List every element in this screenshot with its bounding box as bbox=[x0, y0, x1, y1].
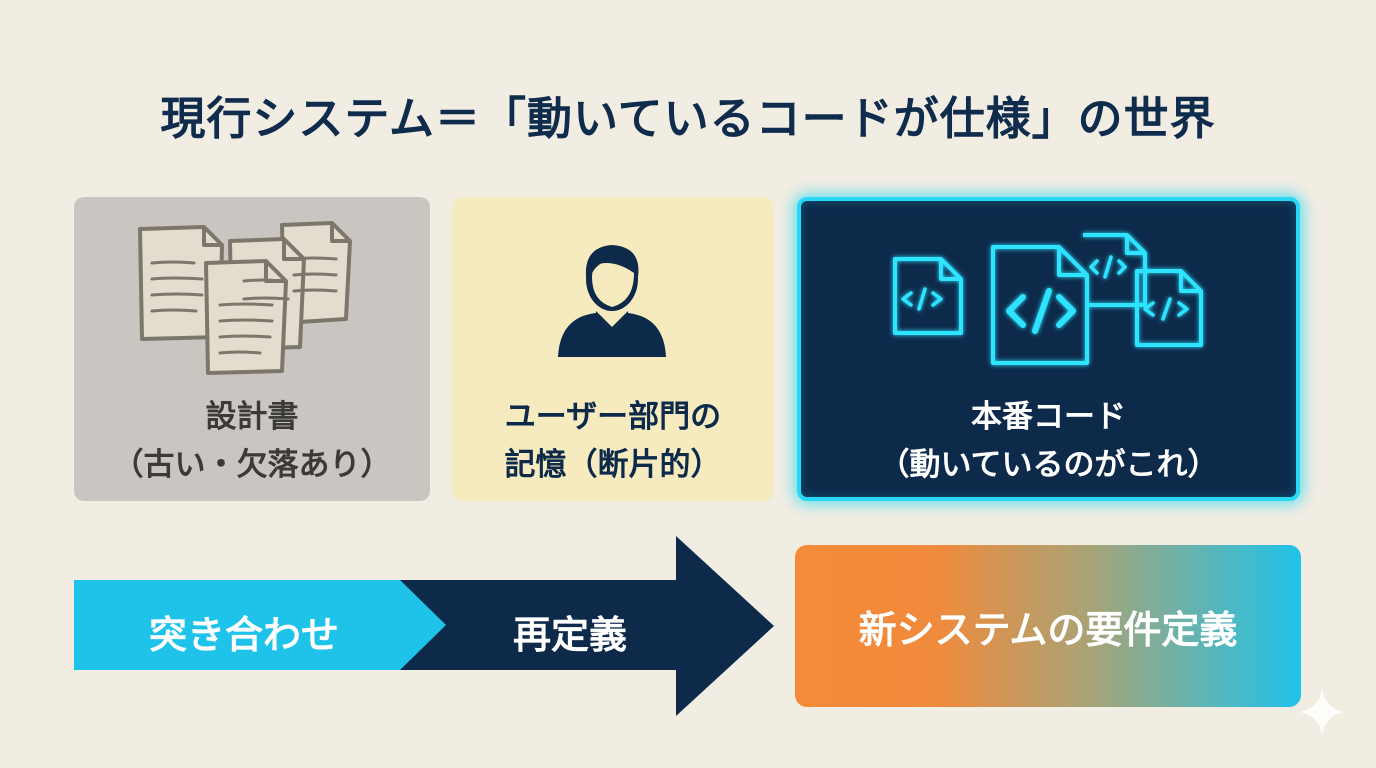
page-title: 現行システム＝「動いているコードが仕様」の世界 bbox=[160, 92, 1216, 145]
new-system-requirements-label: 新システムの要件定義 bbox=[858, 607, 1238, 652]
user-memory-card: ユーザー部門の 記憶（断片的） bbox=[452, 197, 774, 501]
design-doc-label: 設計書 （古い・欠落あり） bbox=[74, 393, 430, 489]
flow-step-compare: 突き合わせ bbox=[148, 613, 339, 657]
sparkle-icon bbox=[1300, 690, 1344, 734]
user-memory-label: ユーザー部門の 記憶（断片的） bbox=[452, 393, 774, 489]
flow-arrow-navy-body bbox=[394, 536, 774, 716]
design-doc-subtitle: （古い・欠落あり） bbox=[112, 447, 392, 483]
design-doc-card: 設計書 （古い・欠落あり） bbox=[74, 197, 430, 501]
stacked-documents-icon bbox=[138, 221, 352, 375]
user-memory-subtitle: 記憶（断片的） bbox=[504, 447, 722, 483]
new-system-requirements-box: 新システムの要件定義 bbox=[795, 545, 1301, 707]
production-code-card: 本番コード （動いているのがこれ） bbox=[797, 197, 1300, 501]
design-doc-title: 設計書 bbox=[205, 399, 299, 435]
production-code-title: 本番コード bbox=[971, 399, 1126, 435]
person-icon bbox=[558, 245, 666, 357]
flow-arrow bbox=[74, 536, 774, 716]
flow-step-redefine: 再定義 bbox=[512, 613, 627, 657]
flow-arrow-cyan-segment bbox=[74, 580, 446, 670]
user-memory-title: ユーザー部門の bbox=[504, 399, 722, 435]
production-code-subtitle: （動いているのがこれ） bbox=[878, 447, 1219, 483]
production-code-label: 本番コード （動いているのがこれ） bbox=[801, 393, 1296, 489]
code-files-icon bbox=[893, 233, 1203, 365]
